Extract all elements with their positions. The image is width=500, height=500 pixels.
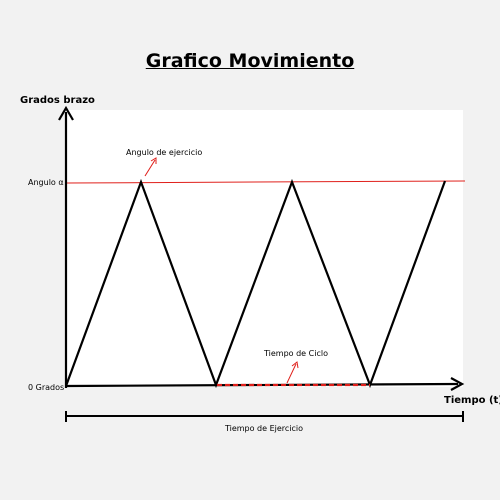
peak-annotation-label: Angulo de ejercicio (126, 148, 203, 157)
y-tick-zero-degrees: 0 Grados (28, 383, 65, 392)
plot-area (66, 110, 463, 387)
y-tick-angle-alpha: Angulo α (28, 178, 64, 187)
peak-annotation-arrow (144, 159, 156, 177)
diagram-title: Grafico Movimiento (145, 50, 355, 72)
cycle-annotation-arrow (286, 363, 297, 384)
y-axis-title: Grados brazo (20, 95, 95, 106)
x-axis-title: Tiempo (t) (444, 395, 500, 406)
exercise-span-label: Tiempo de Ejercicio (224, 424, 304, 433)
peak-annotation-arrowhead (150, 157, 157, 164)
x-axis-arrowhead (450, 377, 465, 391)
cycle-annotation-arrowhead (291, 361, 299, 369)
cycle-annotation-label: Tiempo de Ciclo (264, 349, 328, 358)
angle-reference-line (65, 180, 466, 184)
motion-waveform (64, 178, 447, 389)
y-axis-arrowhead (58, 105, 74, 121)
